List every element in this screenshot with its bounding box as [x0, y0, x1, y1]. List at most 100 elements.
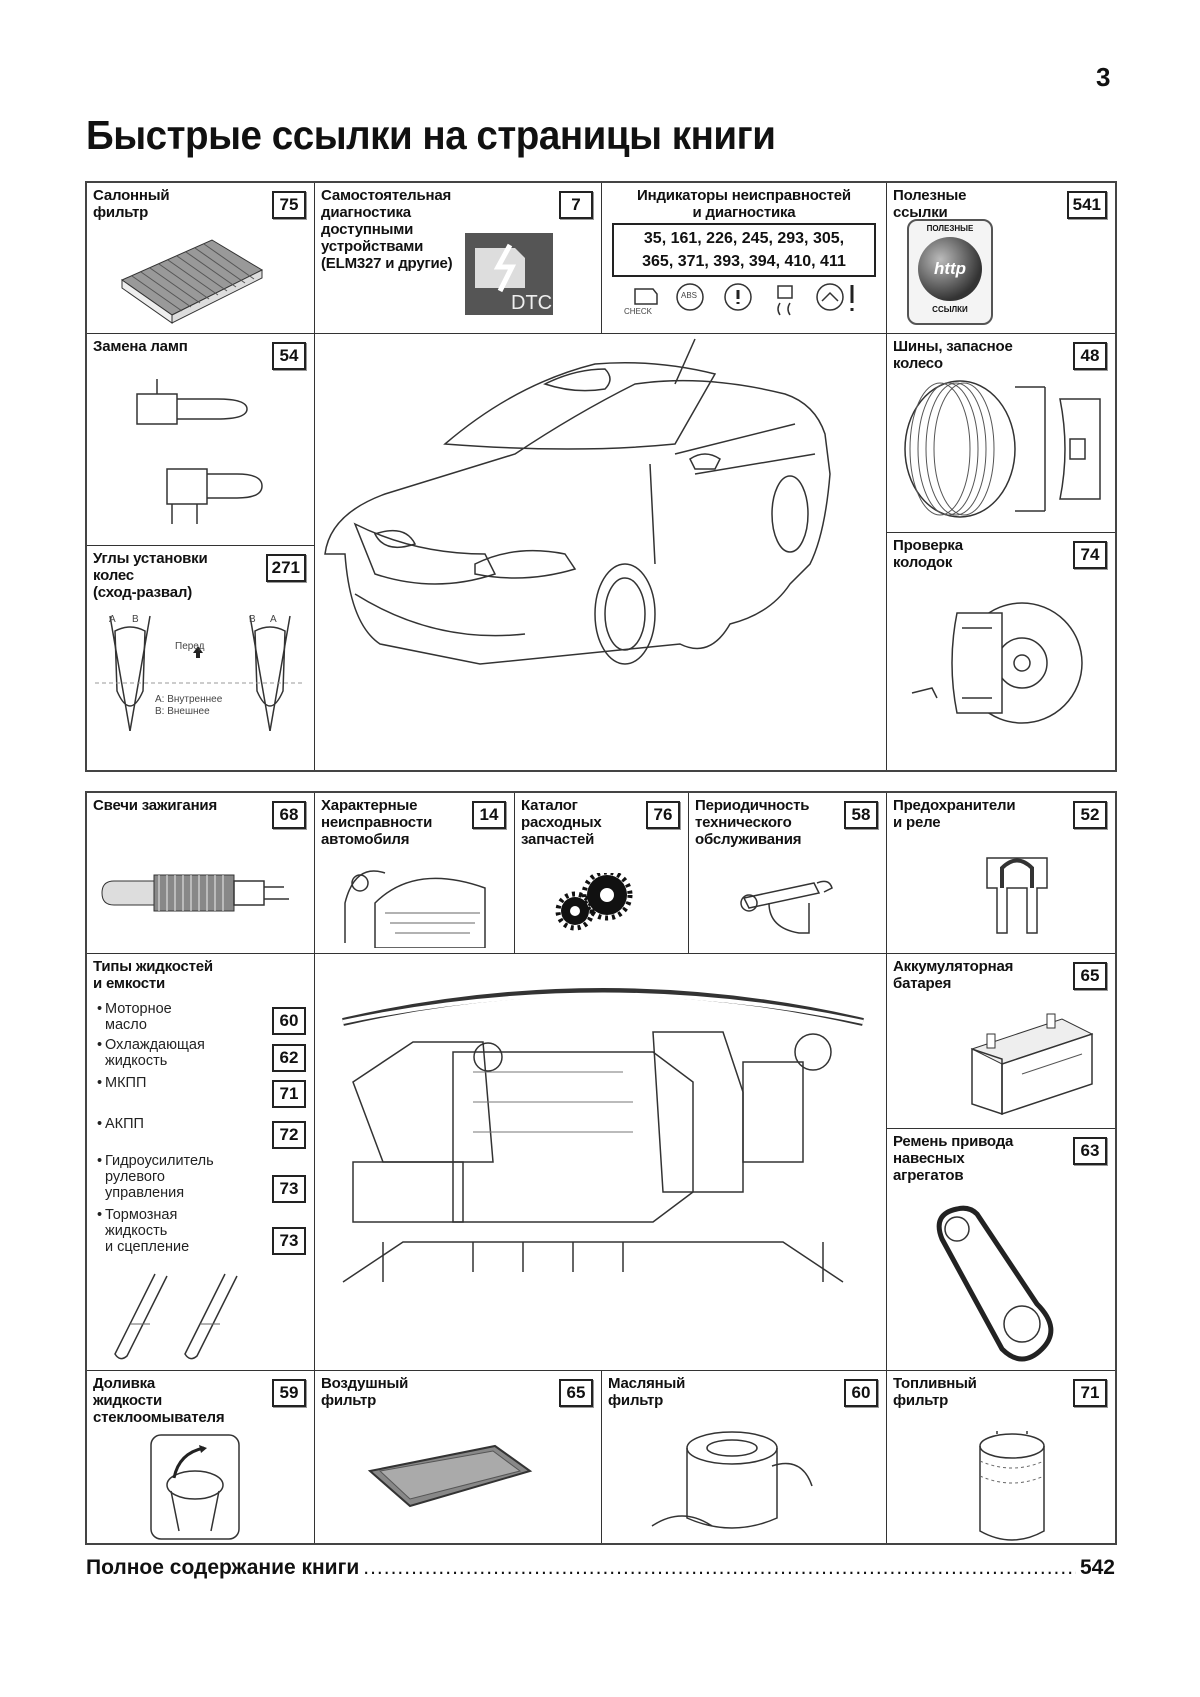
- brake-warning-icon: [724, 283, 752, 311]
- faults-illustration: [335, 863, 500, 953]
- cell-title: Масляный фильтр: [608, 1375, 686, 1409]
- cell-title: Индикаторы неисправностей и диагностика: [637, 187, 851, 221]
- cell-title: Аккумуляторная батарея: [893, 958, 1014, 992]
- warning-icons-row: [630, 281, 860, 326]
- alignment-illustration: [95, 611, 305, 736]
- front-label: Перед: [175, 641, 205, 652]
- fluids-illustration: [105, 1269, 285, 1369]
- cell-engine: [314, 953, 887, 1371]
- maintenance-illustration: [739, 878, 839, 943]
- cell-air-filter[interactable]: Воздушный фильтр 65: [314, 1370, 602, 1544]
- page-ref-lamps[interactable]: 54: [272, 342, 306, 370]
- abs-icon: [676, 283, 704, 311]
- engine-illustration: [323, 962, 879, 1367]
- footer-label: Полное содержание книги: [86, 1556, 360, 1579]
- globe-icon: http: [918, 237, 982, 301]
- page-ref-maintenance[interactable]: 58: [844, 801, 878, 829]
- brake-pads-illustration: [902, 593, 1092, 748]
- full-contents-link[interactable]: Полное содержание книги ................…: [86, 1556, 1115, 1580]
- cell-cabin-filter[interactable]: Салонный фильтр 75: [86, 182, 315, 334]
- cell-title: Топливный фильтр: [893, 1375, 977, 1409]
- car-illustration: [315, 334, 887, 776]
- page-ref-air-filter[interactable]: 65: [559, 1379, 593, 1407]
- self-diagnostics-illustration: DTC: [465, 233, 553, 320]
- abs-label: ABS: [681, 291, 698, 300]
- cell-oil-filter[interactable]: Масляный фильтр 60: [601, 1370, 887, 1544]
- oil-filter-illustration: [642, 1426, 822, 1546]
- cell-battery[interactable]: Аккумуляторная батарея 65: [886, 953, 1116, 1129]
- cell-spark-plugs[interactable]: Свечи зажигания 68: [86, 792, 315, 954]
- page-ref-alignment[interactable]: 271: [265, 554, 306, 582]
- cell-car: [314, 333, 887, 771]
- skid-icon: [777, 285, 793, 316]
- fuel-filter-illustration: [977, 1426, 1047, 1551]
- fluid-page-ref[interactable]: 60: [272, 1007, 306, 1035]
- page-ref-spark-plugs[interactable]: 68: [272, 801, 306, 829]
- cell-title: Характерные неисправности автомобиля: [321, 797, 433, 848]
- cell-title: Шины, запасное колесо: [893, 338, 1013, 372]
- cell-brake-pads[interactable]: Проверка колодок 74: [886, 532, 1116, 771]
- page-ref-self-diagnostics[interactable]: 7: [559, 191, 593, 219]
- page-ref-battery[interactable]: 65: [1073, 962, 1107, 990]
- cell-belt[interactable]: Ремень привода навесных агрегатов 63: [886, 1128, 1116, 1371]
- cell-title: Углы установки колес (сход-развал): [93, 550, 208, 601]
- page-ref-oil-filter[interactable]: 60: [844, 1379, 878, 1407]
- cell-tires[interactable]: Шины, запасное колесо 48: [886, 333, 1116, 533]
- cell-title: Самостоятельная диагностика доступными у…: [321, 187, 453, 272]
- fluid-item: Охлаждающая жидкость: [97, 1037, 205, 1069]
- fluid-page-ref[interactable]: 72: [272, 1121, 306, 1149]
- page-ref-brake-pads[interactable]: 74: [1073, 541, 1107, 569]
- badge-top-text: ПОЛЕЗНЫЕ: [926, 224, 974, 233]
- page-ref-catalog[interactable]: 76: [646, 801, 680, 829]
- cell-title: Предохранители и реле: [893, 797, 1016, 831]
- check-engine-icon: [634, 288, 658, 305]
- page-codes-list[interactable]: 35, 161, 226, 245, 293, 305, 365, 371, 3…: [612, 223, 876, 277]
- page-ref-fuel-filter[interactable]: 71: [1073, 1379, 1107, 1407]
- catalog-illustration: [555, 869, 635, 938]
- steering-warning-icon: [816, 283, 854, 311]
- legend-a: A: Внутреннее: [155, 694, 223, 705]
- cell-title: Ремень привода навесных агрегатов: [893, 1133, 1014, 1184]
- fluid-item: Гидроусилитель рулевого управления: [97, 1153, 214, 1201]
- page-ref-useful-links[interactable]: 541: [1066, 191, 1107, 219]
- page-ref-faults[interactable]: 14: [472, 801, 506, 829]
- page-ref-belt[interactable]: 63: [1073, 1137, 1107, 1165]
- cell-title: Полезные ссылки: [893, 187, 967, 221]
- fluid-page-ref[interactable]: 62: [272, 1044, 306, 1072]
- fluid-page-ref[interactable]: 71: [272, 1080, 306, 1108]
- cell-fuses[interactable]: Предохранители и реле 52: [886, 792, 1116, 954]
- cell-title: Проверка колодок: [893, 537, 963, 571]
- cell-title: Воздушный фильтр: [321, 1375, 409, 1409]
- page-number: 3: [1096, 62, 1111, 92]
- label-a: A: [270, 614, 277, 625]
- page-ref-fuses[interactable]: 52: [1073, 801, 1107, 829]
- cell-faults[interactable]: Характерные неисправности автомобиля 14: [314, 792, 515, 954]
- check-label: CHECK: [624, 307, 653, 316]
- label-b: B: [249, 614, 256, 625]
- page-ref-cabin-filter[interactable]: 75: [272, 191, 306, 219]
- page-ref-tires[interactable]: 48: [1073, 342, 1107, 370]
- cell-title: Салонный фильтр: [93, 187, 170, 221]
- fluid-page-ref[interactable]: 73: [272, 1175, 306, 1203]
- fluid-page-ref[interactable]: 73: [272, 1227, 306, 1255]
- air-filter-illustration: [365, 1441, 535, 1526]
- page-ref-washer[interactable]: 59: [272, 1379, 306, 1407]
- cell-fuel-filter[interactable]: Топливный фильтр 71: [886, 1370, 1116, 1544]
- leader-dots: ........................................…: [363, 1556, 1076, 1579]
- cell-self-diagnostics[interactable]: DTC Самостоятельная диагностика доступным…: [314, 182, 602, 334]
- cell-title: Свечи зажигания: [93, 797, 218, 814]
- svg-text:DTC: DTC: [511, 292, 552, 314]
- cell-fluids[interactable]: Типы жидкостей и емкостиМоторное масло60…: [86, 953, 315, 1371]
- fluid-item: МКПП: [97, 1075, 146, 1091]
- label-b: B: [132, 614, 139, 625]
- washer-illustration: [149, 1433, 241, 1546]
- fluid-item: Тормозная жидкость и сцепление: [97, 1207, 189, 1255]
